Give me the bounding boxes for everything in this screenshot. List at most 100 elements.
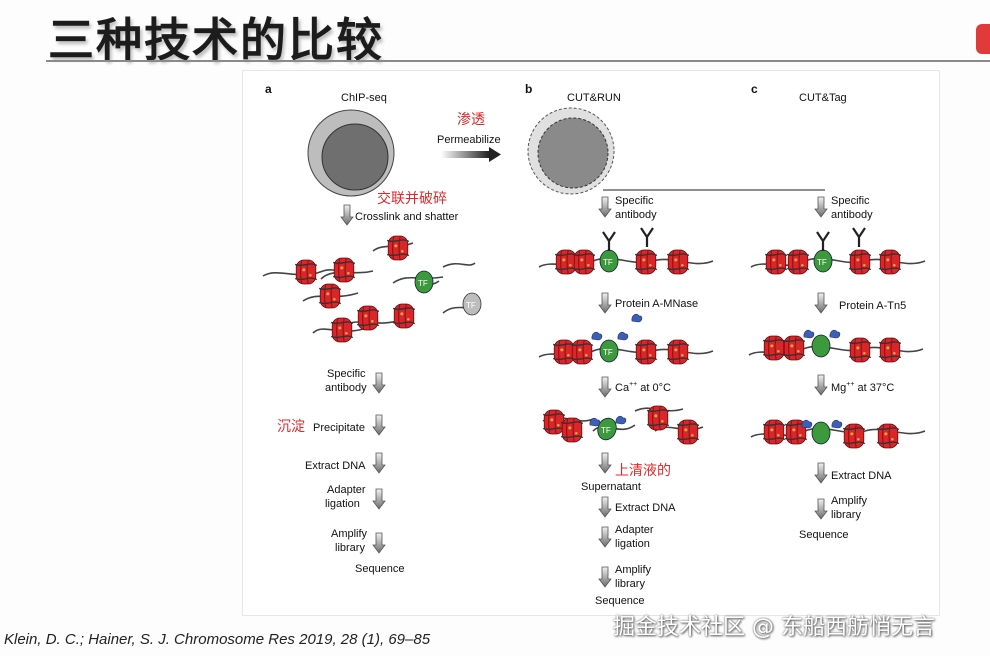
arrow-down-icon: [598, 566, 612, 588]
nucleosome-icon: [332, 257, 356, 283]
slide-title: 三种技术的比较: [48, 13, 384, 67]
svg-text:TF: TF: [603, 258, 613, 267]
protein-a-icon: [801, 419, 813, 429]
antibody-label-1: Specific: [327, 368, 366, 380]
ca-label: Ca++ at 0°C: [615, 381, 671, 394]
tf-protein-icon: TF: [813, 249, 833, 273]
nucleosome-icon: [572, 249, 596, 275]
precipitate-label: Precipitate: [313, 422, 365, 434]
arrow-down-icon: [372, 452, 386, 474]
svg-text:TF: TF: [418, 279, 428, 288]
crosslink-label: Crosslink and shatter: [355, 211, 459, 223]
protein-tn5-label: Protein A-Tn5: [839, 300, 906, 312]
cell-diagram-a: [307, 109, 395, 197]
citation: Klein, D. C.; Hainer, S. J. Chromosome R…: [4, 631, 431, 648]
tf-protein-icon: [811, 334, 831, 358]
title-divider: [46, 60, 990, 62]
amplify-label-2: library: [831, 509, 861, 521]
antibody-label-2: antibody: [615, 209, 657, 221]
tf-protein-icon: TF: [599, 339, 619, 363]
protein-a-icon: [615, 415, 627, 425]
nucleosome-icon: [560, 417, 584, 443]
protein-a-icon: [829, 329, 841, 339]
adapter-label-2: ligation: [325, 498, 360, 510]
arrow-down-icon: [372, 488, 386, 510]
tf-protein-icon: TF: [414, 270, 434, 294]
permeabilize-label: Permeabilize: [437, 134, 501, 146]
nucleosome-icon: [646, 405, 670, 431]
zh-permeabilize-label: 渗透: [457, 112, 485, 128]
antibody-label-2: antibody: [325, 382, 367, 394]
cell-diagram-b: [527, 107, 615, 195]
nucleosome-icon: [762, 419, 786, 445]
zh-precipitate-label: 沉淀: [277, 419, 305, 435]
protein-a-icon: [631, 313, 643, 323]
extract-dna-label: Extract DNA: [831, 470, 892, 482]
amplify-label-1: Amplify: [831, 495, 868, 507]
nucleosome-icon: [318, 283, 342, 309]
protein-a-icon: [617, 331, 629, 341]
panel-c-title: CUT&Tag: [799, 92, 847, 104]
amplify-label-1: Amplify: [615, 564, 652, 576]
zh-supernatant-label: 上清液的: [615, 463, 671, 479]
panel-b-letter: b: [525, 82, 532, 96]
sequence-label: Sequence: [595, 595, 645, 607]
extract-dna-label: Extract DNA: [305, 460, 366, 472]
protein-a-icon: [589, 417, 601, 427]
nucleosome-icon: [762, 335, 786, 361]
panel-c-letter: c: [751, 82, 758, 96]
svg-text:TF: TF: [603, 348, 613, 357]
arrow-down-icon: [598, 376, 612, 398]
nucleosome-icon: [634, 249, 658, 275]
svg-text:TF: TF: [817, 258, 827, 267]
protein-a-icon: [591, 331, 603, 341]
nucleosome-icon: [764, 249, 788, 275]
antibody-label-1: Specific: [831, 195, 870, 207]
nucleosome-icon: [392, 303, 416, 329]
adapter-label-1: Adapter: [615, 524, 654, 536]
arrow-down-icon: [814, 498, 828, 520]
nucleosome-icon: [330, 317, 354, 343]
arrow-down-icon: [814, 374, 828, 396]
sequence-label: Sequence: [355, 563, 405, 575]
arrow-down-icon: [598, 496, 612, 518]
amplify-label-2: library: [615, 578, 645, 590]
figure-panel: a ChIP-seq 交联并破碎 Crosslink and shatter T…: [242, 70, 940, 616]
nucleosome-icon: [552, 339, 576, 365]
protein-a-icon: [831, 419, 843, 429]
nucleosome-icon: [666, 249, 690, 275]
antibody-icon: [815, 230, 831, 253]
antibody-label-2: antibody: [831, 209, 873, 221]
nucleosome-icon: [878, 337, 902, 363]
antibody-label-1: Specific: [615, 195, 654, 207]
nucleosome-icon: [878, 249, 902, 275]
amplify-label-2: library: [335, 542, 365, 554]
nucleosome-icon: [876, 423, 900, 449]
tf-protein-icon: TF: [597, 417, 617, 441]
nucleosome-icon: [570, 339, 594, 365]
panel-b-title: CUT&RUN: [567, 92, 621, 104]
svg-text:TF: TF: [466, 301, 476, 310]
nucleosome-icon: [666, 339, 690, 365]
nucleosome-icon: [634, 339, 658, 365]
tf-protein-icon: [811, 421, 831, 445]
nucleosome-icon: [356, 305, 380, 331]
antibody-free-icon: [639, 226, 655, 249]
nucleosome-icon: [786, 249, 810, 275]
arrow-down-icon: [598, 452, 612, 474]
nucleosome-icon: [782, 335, 806, 361]
arrow-down-icon: [598, 292, 612, 314]
arrow-right-icon: [441, 147, 501, 162]
tf-protein-icon: TF: [599, 249, 619, 273]
arrow-down-icon: [814, 462, 828, 484]
arrow-down-icon: [372, 414, 386, 436]
arrow-down-icon: [598, 526, 612, 548]
adapter-label-2: ligation: [615, 538, 650, 550]
arrow-down-icon: [340, 204, 354, 226]
tf-free-icon: TF: [462, 292, 482, 316]
amplify-label-1: Amplify: [331, 528, 368, 540]
arrow-down-icon: [814, 196, 828, 218]
antibody-icon: [601, 230, 617, 253]
watermark: 掘金技术社区 @ 东船西舫悄无言: [613, 615, 935, 640]
side-tab[interactable]: [976, 24, 990, 54]
